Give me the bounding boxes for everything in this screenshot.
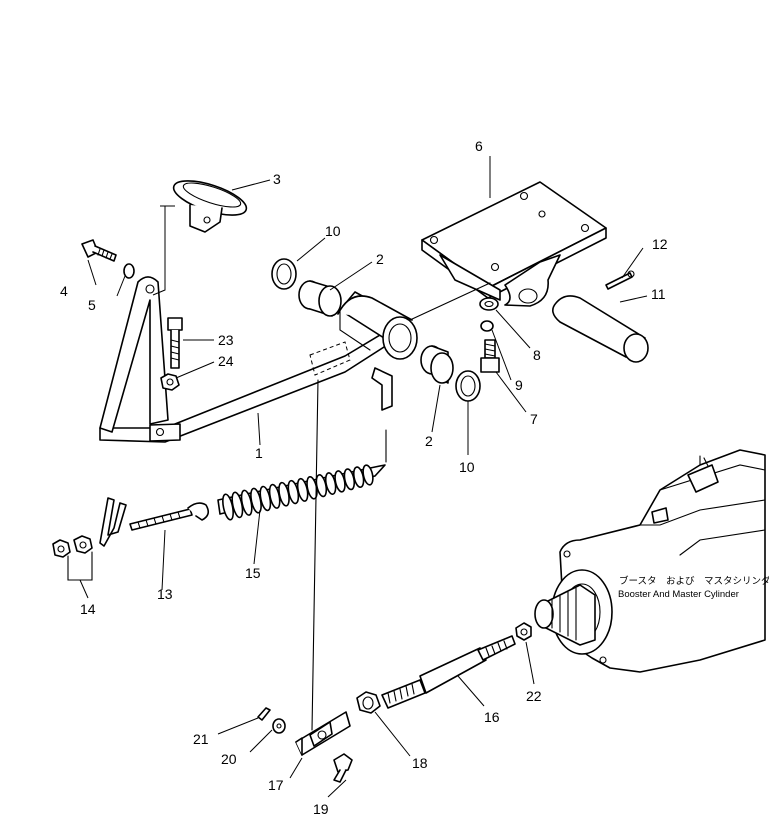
callout-23: 23 bbox=[218, 332, 234, 348]
bolt-23 bbox=[167, 317, 183, 369]
callout-5: 5 bbox=[88, 297, 96, 313]
leader-lines bbox=[79, 156, 648, 798]
booster-caption: ブースタ および マスタシリンダ Booster And Master Cyli… bbox=[618, 575, 769, 600]
hook-bolt-13 bbox=[129, 502, 210, 531]
callout-2-upper: 2 bbox=[376, 251, 384, 267]
washer-9 bbox=[480, 320, 494, 332]
pedal-lever bbox=[99, 276, 396, 443]
callout-10-lower: 10 bbox=[459, 459, 475, 475]
callout-7: 7 bbox=[530, 411, 538, 427]
washer-20 bbox=[272, 718, 286, 734]
callout-6: 6 bbox=[475, 138, 483, 154]
nut-22 bbox=[515, 622, 532, 641]
callout-labels: 1 2 2 3 4 5 6 7 8 9 10 10 11 12 13 14 15… bbox=[60, 138, 668, 817]
nut-18 bbox=[356, 691, 381, 714]
caption-japanese: ブースタ および マスタシリンダ bbox=[619, 575, 769, 587]
washer-5 bbox=[123, 263, 135, 279]
callout-15: 15 bbox=[245, 565, 261, 581]
mounting-bracket bbox=[421, 181, 607, 307]
callout-18: 18 bbox=[412, 755, 428, 771]
callout-17: 17 bbox=[268, 777, 284, 793]
cotter-pin-12 bbox=[605, 270, 635, 290]
nut-24 bbox=[160, 373, 180, 391]
callout-8: 8 bbox=[533, 347, 541, 363]
spring-coil bbox=[362, 464, 374, 486]
seal-lower bbox=[455, 370, 481, 402]
callout-1: 1 bbox=[255, 445, 263, 461]
nut-14b bbox=[73, 535, 93, 554]
callout-20: 20 bbox=[221, 751, 237, 767]
callout-13: 13 bbox=[157, 586, 173, 602]
booster-master-cylinder bbox=[534, 449, 766, 673]
clevis-17 bbox=[295, 711, 351, 756]
callout-3: 3 bbox=[273, 171, 281, 187]
callout-12: 12 bbox=[652, 236, 668, 252]
callout-11: 11 bbox=[651, 286, 666, 302]
washer-8 bbox=[479, 297, 499, 311]
callout-24: 24 bbox=[218, 353, 234, 369]
clip-bracket bbox=[99, 497, 127, 547]
seal-upper bbox=[271, 258, 297, 290]
push-rod-16 bbox=[381, 635, 516, 709]
caption-english: Booster And Master Cylinder bbox=[618, 589, 739, 600]
bolt-7 bbox=[480, 339, 500, 373]
callout-10-upper: 10 bbox=[325, 223, 341, 239]
pin-11 bbox=[552, 295, 649, 363]
pivot-boss bbox=[337, 282, 491, 360]
cotter-pin-21 bbox=[257, 707, 271, 721]
callout-16: 16 bbox=[484, 709, 500, 725]
callout-22: 22 bbox=[526, 688, 542, 704]
bushing-upper bbox=[298, 280, 342, 317]
callout-19: 19 bbox=[313, 801, 329, 817]
bushing-lower bbox=[420, 345, 454, 384]
callout-21: 21 bbox=[193, 731, 209, 747]
pin-19 bbox=[333, 753, 353, 783]
bolt-4 bbox=[81, 239, 117, 262]
callout-2-lower: 2 bbox=[425, 433, 433, 449]
callout-14: 14 bbox=[80, 601, 96, 617]
callout-4: 4 bbox=[60, 283, 68, 299]
nut-14a bbox=[52, 539, 71, 558]
spring-15 bbox=[217, 464, 386, 521]
callout-9: 9 bbox=[515, 377, 523, 393]
pedal-pad bbox=[172, 180, 248, 233]
